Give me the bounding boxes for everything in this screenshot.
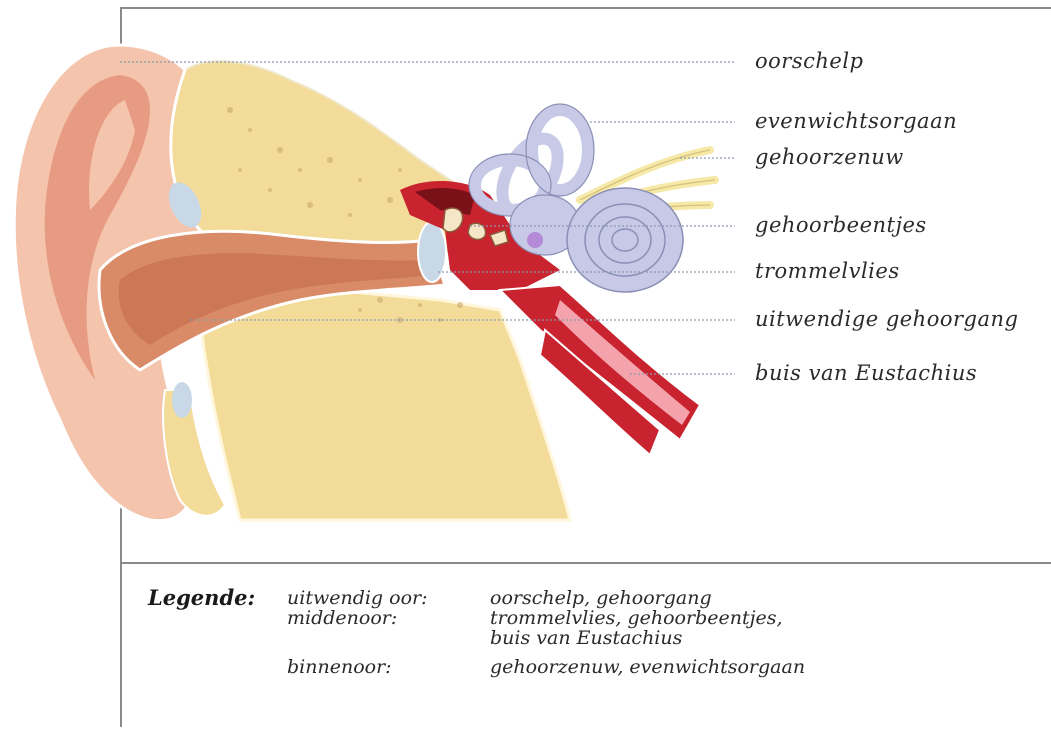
legend-parts-middenoor-cont: buis van Eustachius: [490, 628, 682, 648]
oval-window: [527, 232, 543, 248]
legend-term-uitwendig-oor: uitwendig oor:: [287, 588, 428, 608]
eardrum: [418, 222, 446, 282]
legend-parts-middenoor: trommelvlies, gehoorbeentjes,: [490, 608, 783, 628]
label-oorschelp: oorschelp: [755, 49, 863, 73]
legend-term-binnenoor: binnenoor:: [287, 657, 392, 677]
legend-term-middenoor: middenoor:: [287, 608, 397, 628]
temporal-bone-lower: [200, 290, 570, 520]
cochlea: [567, 188, 683, 292]
label-trommelvlies: trommelvlies: [755, 259, 900, 283]
label-gehoorbeentjes: gehoorbeentjes: [755, 213, 927, 237]
cartilage-highlight-lower: [172, 382, 192, 418]
label-uitwendige-gehoorgang: uitwendige gehoorgang: [755, 307, 1018, 331]
legend-parts-binnenoor: gehoorzenuw, evenwichtsorgaan: [490, 657, 805, 677]
legend-parts-uitwendig-oor: oorschelp, gehoorgang: [490, 588, 712, 608]
label-gehoorzenuw: gehoorzenuw: [755, 145, 904, 169]
label-evenwichtsorgaan: evenwichtsorgaan: [755, 109, 957, 133]
legend-title: Legende:: [148, 585, 255, 610]
label-buis-van-eustachius: buis van Eustachius: [755, 361, 977, 385]
